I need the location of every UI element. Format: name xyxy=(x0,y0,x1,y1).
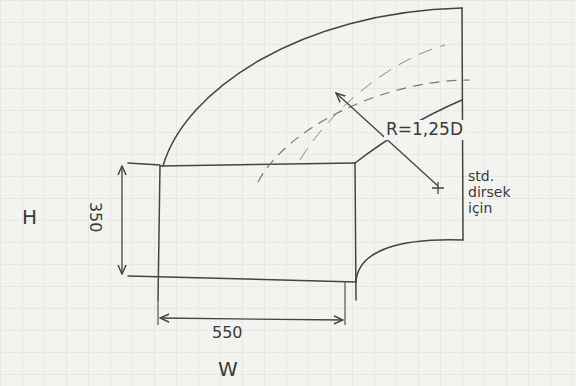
dimension-line xyxy=(160,318,343,320)
construction-arc xyxy=(300,45,445,160)
axis-letter: W xyxy=(218,358,238,381)
axis-letter: H xyxy=(22,206,37,229)
elbow-outline xyxy=(128,8,463,300)
dimension-value: 550 xyxy=(212,324,243,342)
radius-note: R=1,25D xyxy=(384,120,465,140)
note-text: std. dirsek için xyxy=(468,168,530,216)
center-arc xyxy=(258,80,470,182)
dimension-value: 350 xyxy=(86,202,104,233)
extension-line xyxy=(158,282,345,325)
center-mark xyxy=(432,182,444,194)
dimension-line xyxy=(121,166,122,274)
